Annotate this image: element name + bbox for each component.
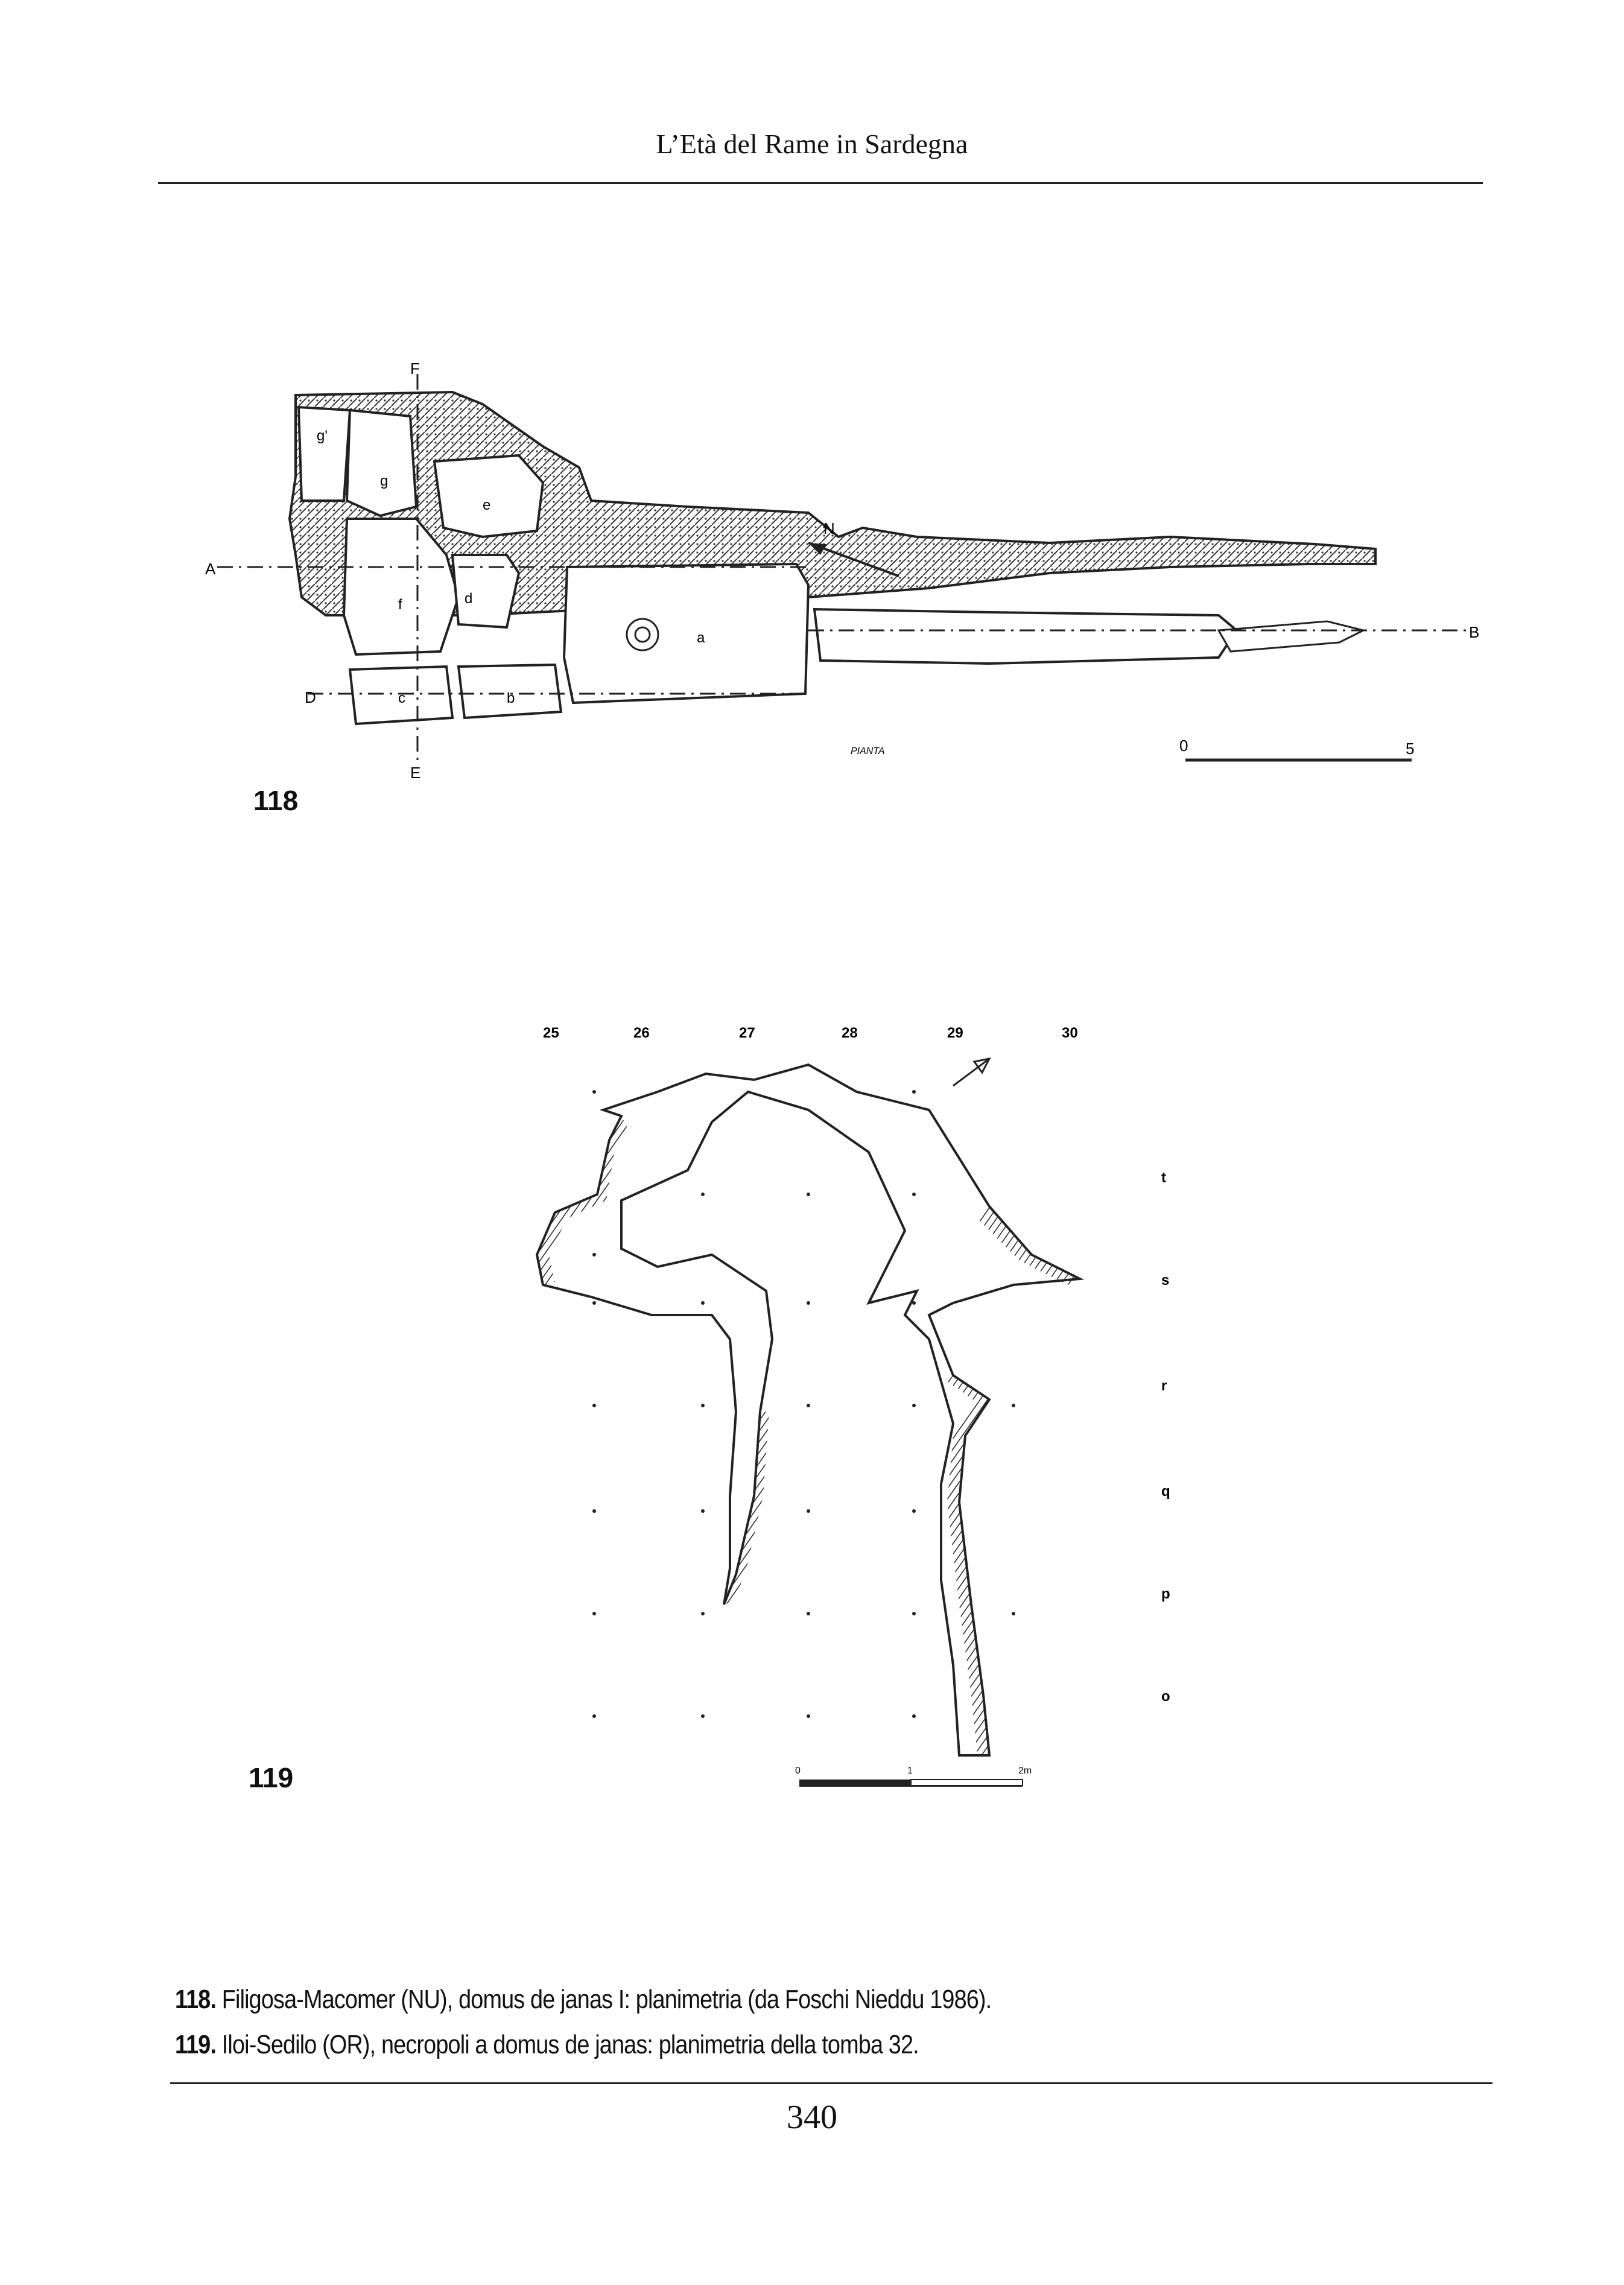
room-label-e: e: [483, 497, 490, 513]
dromos: [813, 607, 1239, 665]
compass-label: N: [823, 519, 835, 537]
section-mark-e: E: [410, 764, 420, 782]
figure-label-118: 118: [253, 785, 299, 816]
room-d: [451, 554, 521, 629]
section-mark-d: D: [305, 688, 316, 706]
running-header: L’Età del Rame in Sardegna: [656, 128, 968, 159]
caption-118-num: 118.: [175, 1985, 217, 2014]
hatch-wall-2: [947, 1375, 989, 1755]
caption-119-num: 119.: [175, 2030, 217, 2059]
caption-119: 119. Iloi-Sedilo (OR), necropoli a domus…: [175, 2030, 919, 2060]
caption-118: 118. Filigosa-Macomer (NU), domus de jan…: [175, 1985, 992, 2015]
scale-end-118: 5: [1406, 740, 1414, 758]
section-mark-f: F: [410, 360, 420, 378]
scale-start-118: 0: [1179, 737, 1188, 755]
room-g: [345, 408, 418, 518]
caption-119-text: Iloi-Sedilo (OR), necropoli a domus de j…: [216, 2030, 919, 2059]
grid-row-t: t: [1161, 1170, 1166, 1186]
hatch-wall-3: [537, 1116, 627, 1285]
room-label-d: d: [465, 591, 472, 607]
north-arrowhead-icon: [808, 543, 826, 555]
scale-bar-119-open: [910, 1779, 1023, 1786]
room-b: [457, 663, 563, 720]
room-g2: [297, 405, 352, 502]
room-label-g: g: [380, 473, 388, 489]
north-arrowhead-119-icon: [972, 1057, 991, 1074]
scale-end-119: 2m: [1018, 1766, 1032, 1776]
north-arrow-119-icon: [953, 1057, 990, 1087]
room-label-b: b: [507, 690, 515, 706]
figure-118-plan: A B D E F g' g e f d c b a N PIANTA 0 5: [205, 360, 1479, 782]
room-label-f: f: [398, 597, 402, 613]
scale-bar-119-filled: [799, 1780, 911, 1786]
hatch-wall-4: [724, 1412, 769, 1605]
section-mark-b: B: [1469, 623, 1479, 641]
hearth-inner: [634, 626, 651, 643]
grid-dots: [592, 1090, 1015, 1718]
section-mark-a: A: [205, 560, 216, 578]
room-label-a: a: [697, 630, 705, 646]
caption-118-text: Filigosa-Macomer (NU), domus de janas I:…: [216, 1985, 992, 2014]
figure-119-plan: 25 26 27 28 29 30 t s r q p o 0 1 2m: [535, 1025, 1170, 1787]
room-label-g2: g': [317, 428, 328, 444]
grid-col-26: 26: [633, 1025, 650, 1041]
grid-col-27: 27: [739, 1025, 755, 1041]
hatch-wall-1: [977, 1206, 1080, 1285]
grid-col-25: 25: [543, 1025, 559, 1041]
footer-rule: [170, 2082, 1492, 2084]
page-number: 340: [787, 2099, 837, 2136]
grid-col-29: 29: [947, 1025, 963, 1041]
room-e: [433, 454, 545, 539]
room-label-c: c: [398, 690, 405, 706]
grid-row-q: q: [1161, 1483, 1170, 1500]
tomb-outline: [535, 1063, 1085, 1757]
grid-row-r: r: [1161, 1378, 1167, 1394]
grid-col-28: 28: [842, 1025, 858, 1041]
scale-start-119: 0: [795, 1766, 801, 1776]
header-rule: [158, 182, 1483, 184]
hearth-ring: [626, 618, 659, 651]
room-f: [342, 518, 460, 656]
grid-row-o: o: [1161, 1688, 1170, 1705]
room-a: [562, 562, 810, 705]
dromos-end: [1217, 620, 1366, 653]
figure-label-119: 119: [249, 1762, 294, 1793]
grid-col-30: 30: [1062, 1025, 1078, 1041]
scale-mid-119: 1: [907, 1766, 913, 1776]
grid-row-p: p: [1161, 1586, 1170, 1602]
room-c: [348, 665, 454, 726]
plan-word: PIANTA: [851, 746, 885, 756]
rock-outline: [288, 390, 1377, 616]
grid-row-s: s: [1161, 1272, 1169, 1288]
